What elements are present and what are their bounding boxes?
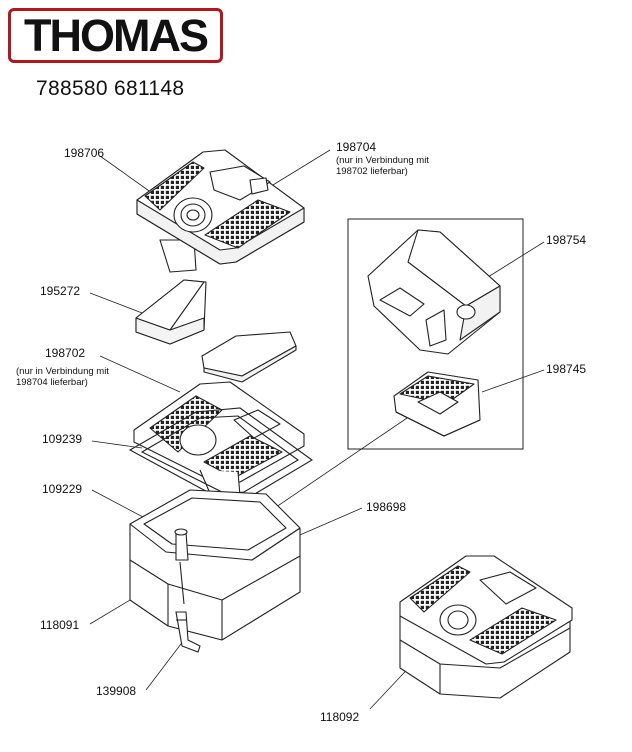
label-198702: 198702 <box>45 346 86 360</box>
label-198754: 198754 <box>546 233 587 247</box>
inset-frame <box>347 218 524 450</box>
thomas-logo: THOMAS <box>8 8 223 63</box>
logo-text: THOMAS <box>24 10 209 61</box>
part-118092-complete-unit <box>399 555 573 699</box>
loose-filter-pad <box>201 331 297 383</box>
label-198706: 198706 <box>64 146 105 160</box>
document-number: 788580 681148 <box>36 77 185 100</box>
label-198745: 198745 <box>546 362 587 376</box>
part-139908-tube <box>175 611 201 653</box>
part-198706-top-cover <box>136 149 305 273</box>
label-195272: 195272 <box>40 284 81 298</box>
label-118091: 118091 <box>40 618 80 632</box>
part-109229-container <box>129 489 301 641</box>
label-118092: 118092 <box>320 710 360 724</box>
label-198704: 198704 <box>336 140 377 154</box>
part-198745-inset-tray <box>393 371 481 437</box>
label-109229: 109229 <box>42 482 83 496</box>
part-198754-inset-cover <box>367 229 501 355</box>
label-198698: 198698 <box>366 500 407 514</box>
note-198702-line1: (nur in Verbindung mit <box>16 366 109 377</box>
label-109239: 109239 <box>42 432 83 446</box>
note-198704-line1: (nur in Verbindung mit <box>336 155 429 166</box>
part-195272-filter-pad <box>135 279 207 345</box>
label-139908: 139908 <box>96 684 137 698</box>
part-198702-insert <box>133 381 305 499</box>
note-198704-line2: 198702 lieferbar) <box>336 166 408 177</box>
leader-lines <box>89 149 545 710</box>
note-198702-line2: 198704 lieferbar) <box>16 377 88 388</box>
